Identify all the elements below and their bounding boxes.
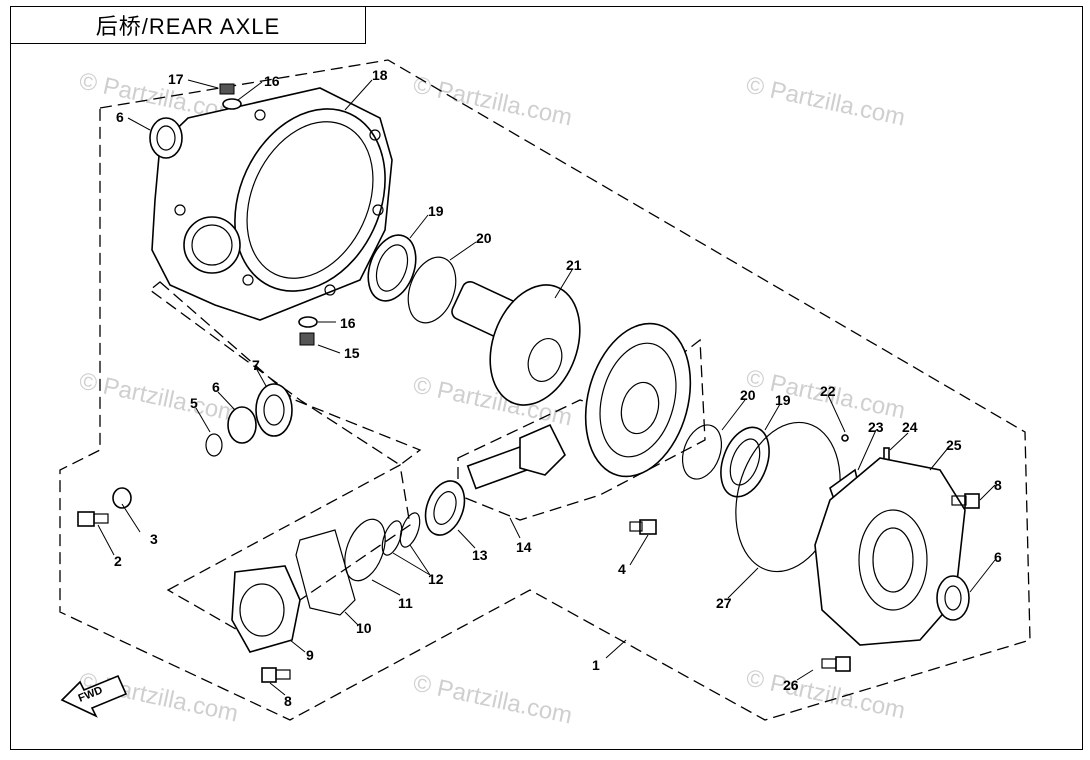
oil-seal-6-right — [936, 575, 970, 621]
callout-16: 16 — [340, 315, 356, 331]
leader-lines — [97, 79, 996, 696]
callout-11: 11 — [398, 595, 413, 611]
callout-12: 12 — [428, 571, 444, 587]
callout-14: 14 — [516, 539, 532, 555]
callout-24: 24 — [902, 419, 918, 435]
callout-17: 17 — [168, 71, 184, 87]
callout-23: 23 — [868, 419, 884, 435]
washer-3 — [112, 487, 132, 509]
callout-6: 6 — [212, 379, 220, 395]
callout-9: 9 — [306, 647, 314, 663]
ring-gear — [584, 322, 692, 478]
callout-2: 2 — [114, 553, 122, 569]
assembly-outline — [59, 59, 1031, 721]
oil-seal-6-mid — [227, 406, 257, 444]
o-ring-11 — [344, 518, 386, 582]
bearing-7 — [255, 383, 293, 437]
bearing-13 — [424, 480, 466, 536]
callout-6: 6 — [994, 549, 1002, 565]
bolt-2 — [77, 511, 109, 527]
bolt-26 — [821, 656, 851, 672]
snap-ring-12a — [399, 512, 421, 548]
bolt-4 — [629, 519, 657, 535]
bolt-8-bottom — [261, 667, 291, 683]
watermark: © Partzilla.com — [411, 669, 575, 729]
callout-6: 6 — [116, 109, 124, 125]
bearing-19-upper — [367, 234, 417, 302]
callout-labels: 17 16 18 6 19 20 21 16 15 7 6 5 3 2 4 20… — [114, 67, 1002, 709]
o-ring-20-upper — [407, 256, 457, 324]
callout-15: 15 — [344, 345, 360, 361]
pinion-housing-9 — [231, 565, 301, 653]
callout-25: 25 — [946, 437, 962, 453]
oil-seal-6-top — [149, 117, 183, 159]
pinion-gear-14 — [466, 423, 566, 490]
watermark: © Partzilla.com — [744, 664, 908, 724]
callout-27: 27 — [716, 595, 732, 611]
callout-7: 7 — [252, 357, 260, 373]
rear-cover-25 — [814, 457, 966, 646]
drain-plug-15 — [298, 316, 318, 346]
callout-19: 19 — [775, 392, 791, 408]
callout-16: 16 — [264, 73, 280, 89]
callout-22: 22 — [820, 383, 836, 399]
callout-8: 8 — [994, 477, 1002, 493]
bolt-8-right — [951, 493, 980, 509]
callout-5: 5 — [190, 395, 198, 411]
callout-20: 20 — [740, 387, 756, 403]
callout-13: 13 — [472, 547, 488, 563]
drawing-frame — [10, 6, 1083, 750]
callout-19: 19 — [428, 203, 444, 219]
callout-26: 26 — [783, 677, 799, 693]
gasket-10 — [295, 529, 356, 616]
callout-18: 18 — [372, 67, 388, 83]
fwd-arrow: FWD — [60, 674, 128, 718]
callout-1: 1 — [592, 657, 600, 673]
breather-22 — [841, 434, 849, 442]
callout-3: 3 — [150, 531, 158, 547]
rear-housing — [151, 87, 393, 321]
bearing-19-lower — [720, 426, 770, 498]
o-ring-5 — [205, 433, 223, 457]
watermark: © Partzilla.com — [411, 71, 575, 131]
diagram-title: 后桥/REAR AXLE — [10, 6, 366, 44]
watermark: © Partzilla.com — [744, 71, 908, 131]
o-ring-20-lower — [681, 424, 723, 480]
watermark: © Partzilla.com — [77, 367, 241, 427]
callout-10: 10 — [356, 620, 372, 636]
drain-plug-17 — [219, 83, 242, 110]
differential-case-21 — [451, 281, 581, 406]
callout-21: 21 — [566, 257, 582, 273]
callout-20: 20 — [476, 230, 492, 246]
bearing-group-outline — [166, 463, 411, 641]
callout-8: 8 — [284, 693, 292, 709]
callout-4: 4 — [618, 561, 626, 577]
